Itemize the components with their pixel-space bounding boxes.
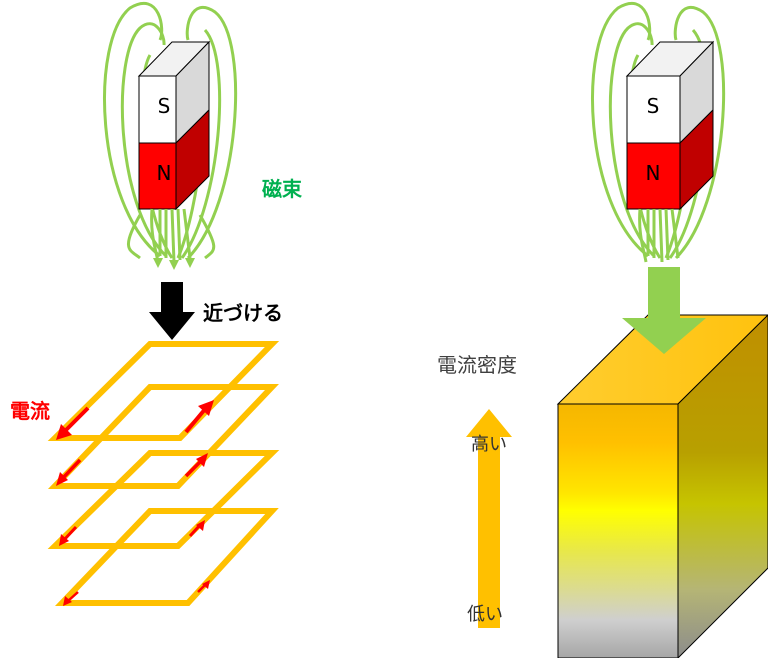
flux-into-conductor-arrow: [622, 267, 706, 354]
approach-label: 近づける: [203, 301, 283, 325]
right-magnet-north-label: N: [646, 161, 661, 185]
flux-label: 磁束: [262, 177, 303, 201]
density-title: 電流密度: [437, 353, 517, 377]
approach-arrow: [149, 282, 195, 340]
left-magnet: S N: [137, 40, 211, 211]
density-high-label: 高い: [471, 434, 507, 455]
left-magnet-north-pole: [138, 142, 177, 210]
density-scale-arrow: [466, 409, 512, 628]
left-flux-front: [127, 208, 216, 263]
left-magnet-south-label: S: [158, 94, 171, 118]
left-flux-arrowheads: [153, 258, 195, 270]
right-magnet: S N: [625, 40, 715, 211]
right-flux-front: [638, 208, 680, 263]
conductor-block: [556, 314, 768, 658]
density-low-label: 低い: [467, 604, 503, 625]
loop-2: [47, 384, 279, 489]
left-magnet-assembly: S N: [103, 1, 238, 270]
left-magnet-north-label: N: [157, 161, 172, 185]
current-loops: [47, 341, 280, 606]
current-arrows: [56, 400, 214, 606]
loop-3: [47, 450, 280, 549]
loop-4: [54, 508, 279, 606]
right-magnet-south-label: S: [647, 94, 660, 118]
current-label: 電流: [10, 399, 50, 423]
left-magnet-south-pole: [138, 75, 177, 144]
conductor-front: [557, 403, 679, 658]
right-magnet-assembly: S N: [591, 1, 726, 263]
loop-1: [47, 341, 280, 441]
